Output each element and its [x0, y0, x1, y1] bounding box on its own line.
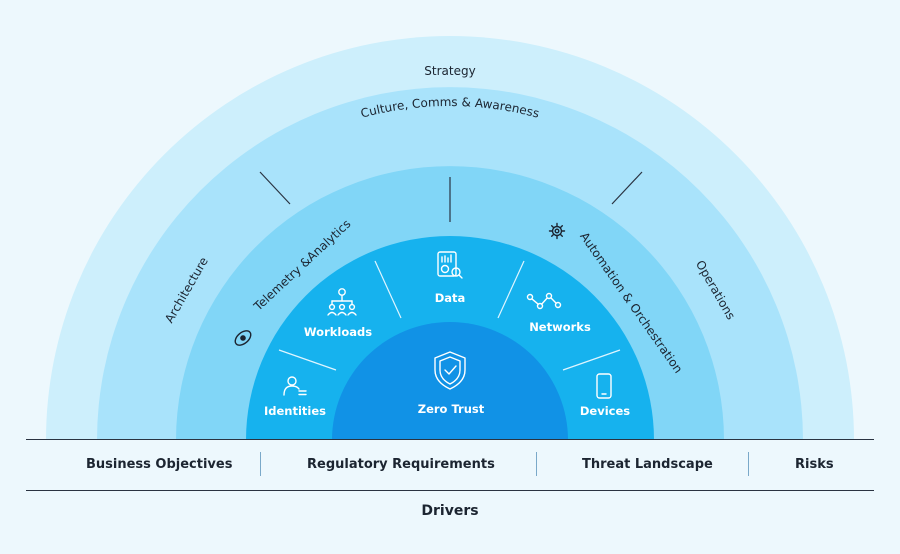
shield-check-icon: [434, 351, 466, 390]
core-zero-trust: [332, 322, 568, 440]
separator-culture-left: [259, 171, 291, 205]
eye-icon: [234, 330, 252, 346]
label-devices: Devices: [580, 404, 630, 418]
separator-pillar-4: [562, 349, 621, 371]
driver-threat-landscape: Threat Landscape: [582, 457, 713, 472]
driver-separator-3: [748, 452, 749, 476]
driver-regulatory-requirements: Regulatory Requirements: [307, 457, 495, 472]
network-nodes-icon: [526, 292, 562, 310]
data-report-icon: [437, 251, 463, 279]
label-zero-trust: Zero Trust: [418, 402, 485, 416]
label-networks: Networks: [529, 320, 591, 334]
driver-business-objectives: Business Objectives: [86, 457, 233, 472]
separator-pillar-3: [497, 260, 525, 319]
separator-pillar-1: [278, 349, 337, 371]
driver-risks: Risks: [795, 457, 834, 472]
driver-separator-2: [536, 452, 537, 476]
separator-culture-right: [611, 171, 643, 205]
label-strategy: Strategy: [424, 64, 475, 78]
separator-pillar-2: [374, 260, 402, 319]
label-workloads: Workloads: [304, 325, 372, 339]
identity-user-icon: [283, 376, 307, 396]
drivers-title: Drivers: [421, 503, 479, 519]
label-identities: Identities: [264, 404, 326, 418]
mobile-device-icon: [596, 373, 612, 399]
driver-separator-1: [260, 452, 261, 476]
label-data: Data: [435, 291, 466, 305]
drivers-bar: Business Objectives Regulatory Requireme…: [26, 439, 874, 491]
gear-icon: [548, 222, 566, 240]
workloads-people-icon: [327, 288, 357, 316]
